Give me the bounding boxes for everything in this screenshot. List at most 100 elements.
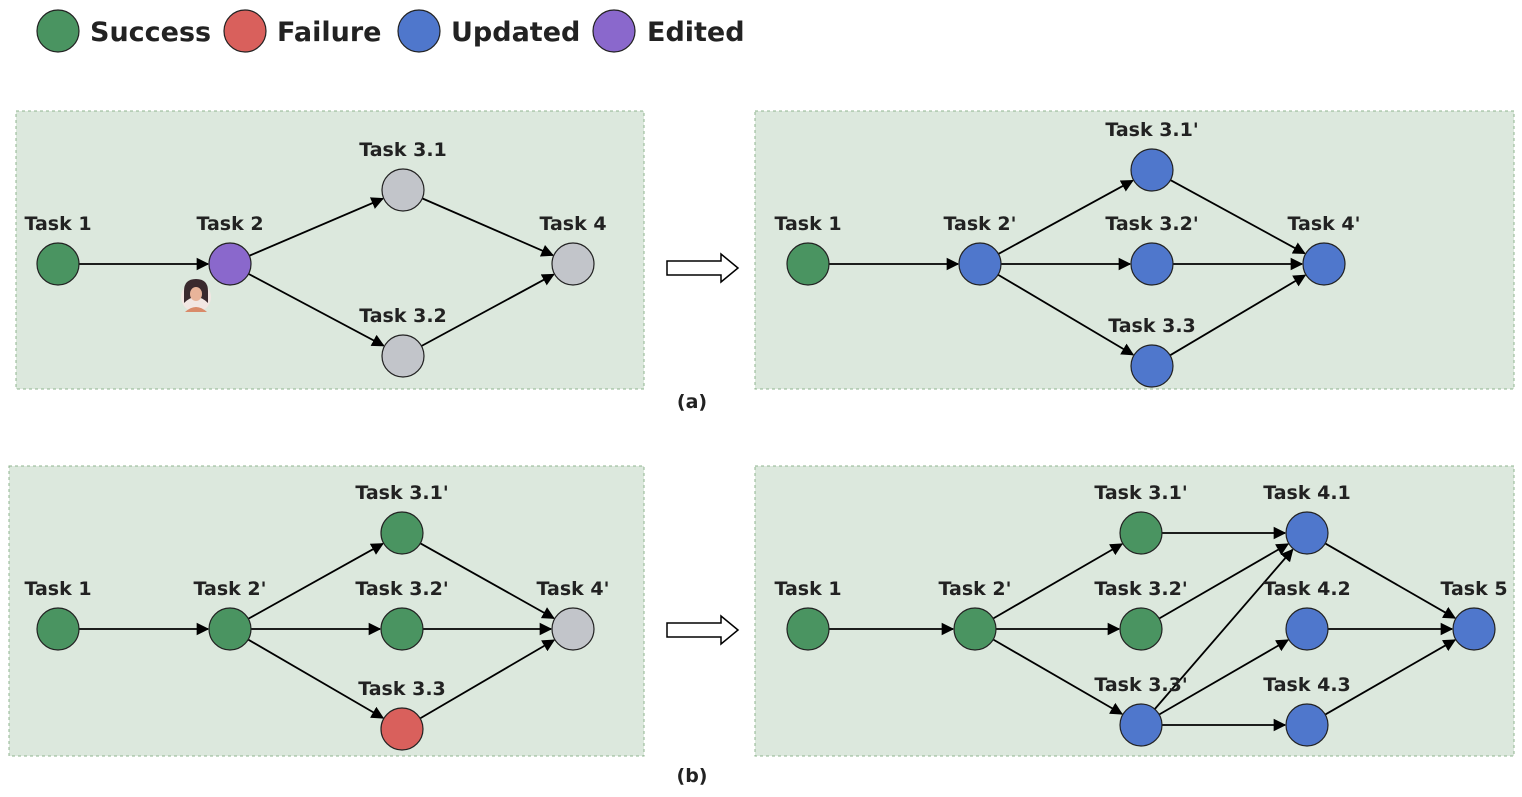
task-node-a-before-t4: Task 4 xyxy=(539,213,607,286)
task-node-a-after-t31: Task 3.1' xyxy=(1105,119,1199,192)
task-circle-updated xyxy=(1285,607,1329,651)
task-node-b-after-t32: Task 3.2' xyxy=(1094,578,1188,651)
task-node-a-after-t33: Task 3.3 xyxy=(1108,315,1196,388)
task-node-b-after-t42: Task 4.2 xyxy=(1263,578,1351,651)
task-label: Task 4.2 xyxy=(1263,578,1351,600)
edge-b-after-t43-t5 xyxy=(1324,639,1457,716)
task-label: Task 3.2 xyxy=(359,305,447,327)
edge-a-before-t32-t4 xyxy=(421,273,555,347)
edge-b-before-t31-t4 xyxy=(419,542,555,620)
task-node-b-after-t33: Task 3.3' xyxy=(1094,674,1188,747)
task-node-a-after-t4: Task 4' xyxy=(1288,213,1361,286)
task-label: Task 3.3 xyxy=(1108,315,1196,337)
task-node-b-before-t33: Task 3.3 xyxy=(358,678,446,751)
task-circle-updated xyxy=(1130,148,1174,192)
task-label: Task 2' xyxy=(944,213,1017,235)
task-node-b-before-t4: Task 4' xyxy=(537,578,610,651)
task-label: Task 3.2' xyxy=(355,578,448,600)
task-node-a-after-t32: Task 3.2' xyxy=(1105,213,1199,286)
task-circle-updated xyxy=(1285,511,1329,555)
task-label: Task 3.2' xyxy=(1105,213,1198,235)
task-label: Task 1 xyxy=(774,213,841,235)
edge-b-before-t33-t4 xyxy=(419,639,556,720)
task-circle-edited xyxy=(208,242,252,286)
task-label: Task 4' xyxy=(1288,213,1361,235)
task-node-b-before-t2: Task 2' xyxy=(194,578,267,651)
task-label: Task 1 xyxy=(24,578,91,600)
legend-item-edited: Edited xyxy=(592,9,745,53)
updated-swatch xyxy=(397,9,441,53)
edge-a-after-t2-t33 xyxy=(997,273,1135,356)
panel-a-before xyxy=(15,110,645,390)
task-circle-updated xyxy=(1302,242,1346,286)
task-circle-pending xyxy=(381,168,425,212)
transition-arrow-a xyxy=(666,252,740,284)
task-circle-success xyxy=(380,607,424,651)
task-circle-updated xyxy=(1285,703,1329,747)
task-node-b-before-t1: Task 1 xyxy=(24,578,92,651)
legend-label-edited: Edited xyxy=(647,17,745,48)
edge-b-after-t2-t31 xyxy=(992,543,1124,620)
task-circle-updated xyxy=(1130,242,1174,286)
edge-a-before-t2-t32 xyxy=(248,273,385,347)
legend-item-success: Success xyxy=(36,9,211,53)
task-label: Task 2 xyxy=(196,213,263,235)
task-circle-success xyxy=(786,242,830,286)
task-label: Task 3.2' xyxy=(1094,578,1187,600)
task-circle-success xyxy=(786,607,830,651)
task-circle-updated xyxy=(958,242,1002,286)
task-node-b-after-t1: Task 1 xyxy=(774,578,842,651)
edge-b-after-t2-t33 xyxy=(992,638,1124,715)
task-circle-pending xyxy=(551,242,595,286)
task-node-a-after-t2: Task 2' xyxy=(944,213,1017,286)
edge-b-after-t33-t41 xyxy=(1154,548,1294,710)
edge-b-after-t41-t5 xyxy=(1324,542,1457,619)
task-circle-updated xyxy=(1130,344,1174,388)
legend-label-updated: Updated xyxy=(451,17,580,48)
task-node-a-before-t1: Task 1 xyxy=(24,213,92,286)
task-circle-failure xyxy=(380,707,424,751)
task-node-a-before-t31: Task 3.1 xyxy=(359,139,447,212)
task-label: Task 1 xyxy=(774,578,841,600)
task-circle-pending xyxy=(381,334,425,378)
caption-b: (b) xyxy=(677,765,708,787)
task-circle-success xyxy=(953,607,997,651)
edge-b-after-t33-t42 xyxy=(1158,639,1290,716)
task-label: Task 3.3 xyxy=(358,678,446,700)
edges-layer xyxy=(79,179,1457,732)
task-circle-success xyxy=(1119,511,1163,555)
task-label: Task 5 xyxy=(1440,578,1507,600)
task-label: Task 4.3 xyxy=(1263,674,1351,696)
task-label: Task 4.1 xyxy=(1263,482,1351,504)
panel-a-after xyxy=(754,110,1515,390)
task-label: Task 3.3' xyxy=(1094,674,1187,696)
task-circle-success xyxy=(36,607,80,651)
edge-b-after-t32-t41 xyxy=(1158,543,1290,620)
task-node-b-after-t5: Task 5 xyxy=(1440,578,1508,651)
task-node-b-after-t2: Task 2' xyxy=(939,578,1012,651)
task-node-a-after-t1: Task 1 xyxy=(774,213,842,286)
task-node-b-after-t41: Task 4.1 xyxy=(1263,482,1351,555)
legend-item-updated: Updated xyxy=(397,9,580,53)
task-label: Task 4' xyxy=(537,578,610,600)
task-label: Task 3.1' xyxy=(1094,482,1187,504)
failure-swatch xyxy=(223,9,267,53)
task-node-a-before-t2: Task 2 xyxy=(196,213,264,286)
task-node-b-after-t31: Task 3.1' xyxy=(1094,482,1188,555)
task-label: Task 2' xyxy=(194,578,267,600)
edge-b-before-t2-t31 xyxy=(247,542,384,620)
task-label: Task 1 xyxy=(24,213,91,235)
legend-label-success: Success xyxy=(90,17,211,48)
task-node-b-before-t32: Task 3.2' xyxy=(355,578,449,651)
task-circle-pending xyxy=(551,607,595,651)
task-label: Task 3.1 xyxy=(359,139,447,161)
task-label: Task 2' xyxy=(939,578,1012,600)
edge-a-after-t33-t4 xyxy=(1169,274,1307,357)
task-circle-updated xyxy=(1452,607,1496,651)
success-swatch xyxy=(36,9,80,53)
edited-swatch xyxy=(592,9,636,53)
caption-a: (a) xyxy=(677,391,707,413)
legend-label-failure: Failure xyxy=(277,17,381,48)
panel-b-before xyxy=(8,465,645,757)
